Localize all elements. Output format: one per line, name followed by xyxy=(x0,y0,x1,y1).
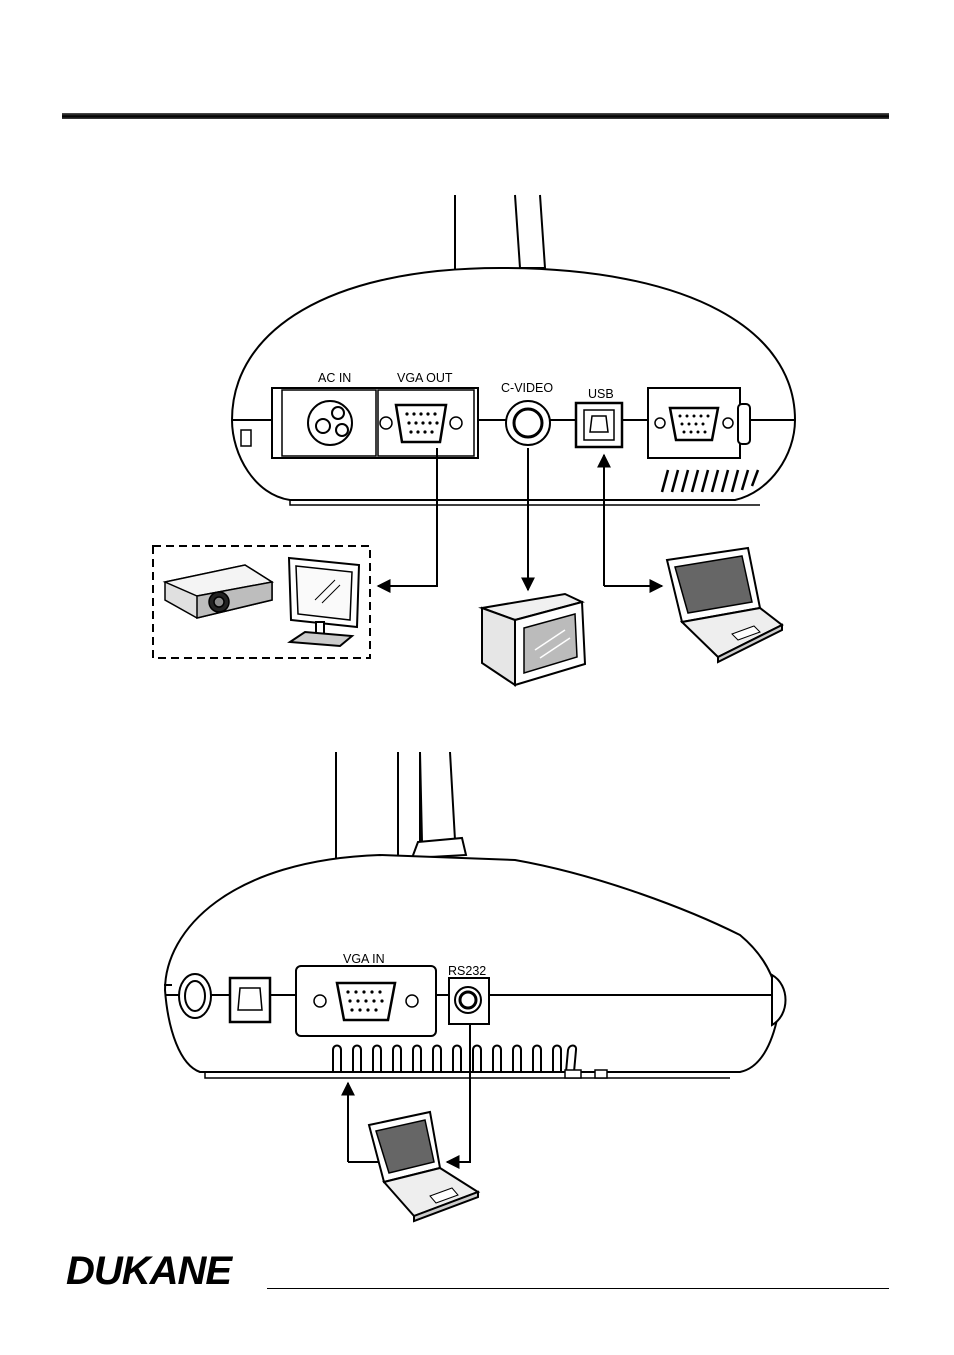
top-vga-in-port xyxy=(648,388,750,458)
projector-icon xyxy=(165,565,272,618)
usb-port xyxy=(576,403,622,447)
top-camera-arm xyxy=(455,195,545,272)
side-knob xyxy=(179,974,211,1018)
dukane-logo: DUKANE xyxy=(66,1248,266,1288)
bottom-camera-arm xyxy=(336,752,466,860)
ac-in-socket xyxy=(308,401,352,445)
ac-in-label: AC IN xyxy=(318,371,351,385)
rs232-port xyxy=(449,978,489,1024)
c-video-label: C-VIDEO xyxy=(501,381,553,395)
svg-text:DUKANE: DUKANE xyxy=(66,1249,233,1288)
right-knob xyxy=(772,975,786,1025)
footer-rule xyxy=(267,1288,889,1289)
laptop-icon-top xyxy=(667,548,782,662)
top-camera-view xyxy=(232,195,795,505)
vga-in-port xyxy=(296,966,436,1036)
usb-label: USB xyxy=(588,387,614,401)
bottom-camera-view xyxy=(164,752,786,1078)
c-video-jack xyxy=(506,401,550,445)
bottom-usb-port xyxy=(230,978,270,1022)
vga-in-label: VGA IN xyxy=(343,952,385,966)
laptop-icon-bottom xyxy=(369,1112,478,1221)
crt-tv-icon xyxy=(482,594,585,685)
lcd-monitor-icon xyxy=(289,558,359,646)
rs232-label: RS232 xyxy=(448,964,486,978)
vga-out-label: VGA OUT xyxy=(397,371,453,385)
